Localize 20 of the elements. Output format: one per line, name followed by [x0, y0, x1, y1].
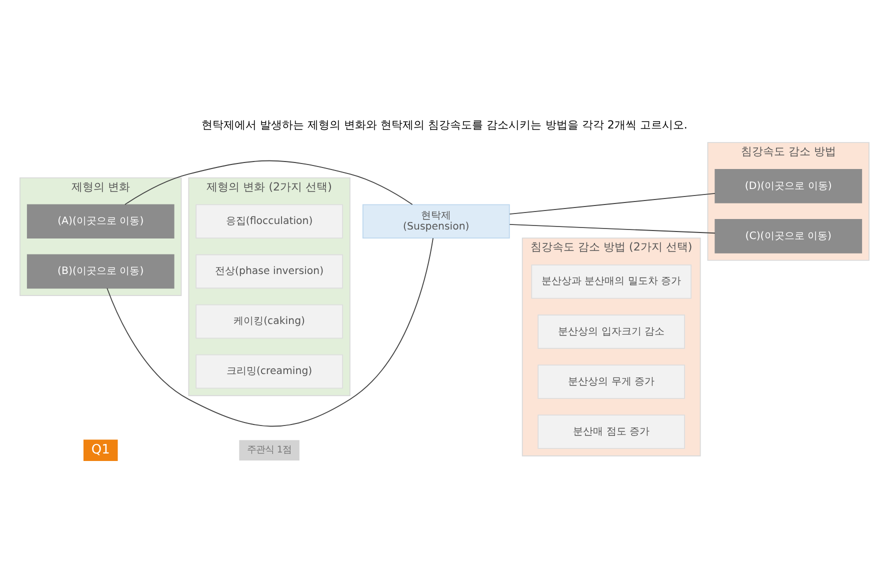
- label: Q1: [91, 442, 110, 458]
- node-box: 분산상과 분산매의 밀도차 증가: [531, 264, 692, 299]
- node-box: (A)(이곳으로 이동): [26, 204, 174, 239]
- label: 주관식 1점: [246, 444, 292, 456]
- node-box: 케이킹(caking): [196, 304, 343, 339]
- connector: [509, 224, 716, 234]
- connector: [509, 192, 716, 215]
- connector: [106, 238, 434, 427]
- diagram-title: 현탁제에서 발생하는 제형의 변화와 현탁제의 침강속도를 감소시키는 방법을 각각 2개씩 고르시오.: [202, 118, 688, 132]
- node-box: 현탁제 (Suspension): [362, 204, 510, 239]
- node-box: 분산상의 입자크기 감소: [538, 314, 686, 349]
- node-box: (B)(이곳으로 이동): [26, 254, 174, 289]
- node-box: 분산매 점도 증가: [538, 414, 686, 449]
- node-box: (C)(이곳으로 이동): [714, 219, 862, 254]
- connector: [124, 160, 413, 205]
- node-box: 분산상의 무게 증가: [538, 364, 686, 399]
- node-box: (D)(이곳으로 이동): [714, 169, 862, 204]
- node-box: 크리밍(creaming): [196, 354, 343, 389]
- node-box: 전상(phase inversion): [196, 254, 343, 289]
- node-box: 응집(flocculation): [196, 204, 343, 239]
